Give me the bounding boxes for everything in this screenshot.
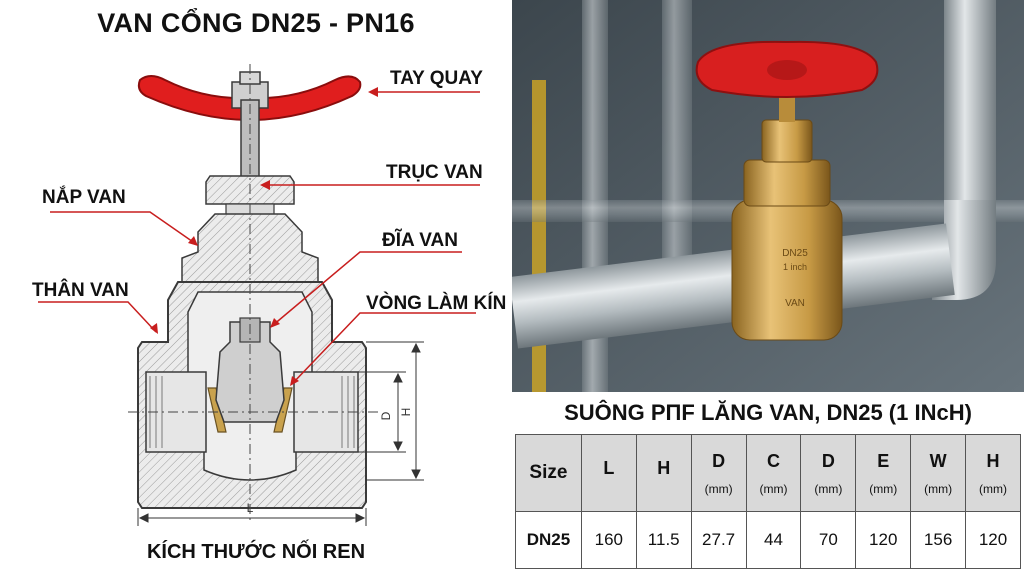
leader-bonnet (50, 211, 197, 245)
vertical-pipe-right (944, 0, 996, 230)
diagram-title: VAN CỔNG DN25 - PN16 (97, 8, 415, 38)
header-col-d: D(mm) (690, 434, 747, 512)
leader-seal (291, 312, 476, 385)
dimension-d-label: D (379, 411, 393, 420)
cell-h2: 120 (965, 511, 1021, 569)
cell-l: 160 (580, 511, 637, 569)
label-bonnet: NẮP VAN (42, 186, 126, 208)
valve-marking-dn: DN25 (782, 248, 808, 259)
table-header-row: Size L H D(mm) C(mm) D(mm) E(mm) W(mm) H… (515, 434, 1021, 512)
valve-photo: DN25 1 inch VAN (512, 0, 1024, 392)
label-stem: TRỤC VAN (386, 162, 483, 183)
valve-gland-photo (761, 119, 813, 163)
header-col-h2: H(mm) (965, 434, 1021, 512)
gate-valve-cross-section: L D H TAY QUAY TRỤC VAN NẮP VAN ĐĨA VAN … (32, 64, 506, 526)
dimension-table: Size L H D(mm) C(mm) D(mm) E(mm) W(mm) H… (515, 434, 1021, 569)
dimension-h-label: H (399, 408, 413, 417)
handwheel-shape (137, 75, 362, 122)
dimension-d (358, 371, 406, 453)
header-size: Size (515, 434, 582, 512)
label-handwheel: TAY QUAY (390, 68, 483, 89)
valve-marking-van: VAN (785, 298, 805, 309)
valve-bonnet-photo (743, 159, 831, 207)
label-disc: ĐĨA VAN (382, 229, 458, 251)
background-pipe-2 (662, 0, 692, 300)
leader-body (38, 301, 157, 333)
label-body: THÂN VAN (32, 279, 129, 301)
cell-w: 156 (910, 511, 967, 569)
cell-e: 120 (855, 511, 912, 569)
dimension-h (366, 341, 424, 481)
header-col-c: C(mm) (745, 434, 802, 512)
dimension-l-label: L (247, 501, 254, 515)
handwheel-hub-photo (767, 60, 807, 80)
diagram-footer: KÍCH THƯỚC NỐI REN (146, 541, 366, 563)
header-col-h: H (635, 434, 692, 512)
header-col-w: W(mm) (910, 434, 967, 512)
table-row: DN25 160 11.5 27.7 44 70 120 156 120 (515, 511, 1021, 569)
right-port (293, 371, 359, 453)
header-col-e: E(mm) (855, 434, 912, 512)
label-seal: VÒNG LÀM KÍN (366, 292, 506, 314)
table-title: SUÔNG PΠF LĂNG VAN, DN25 (1 INcH) (564, 400, 972, 425)
cell-size: DN25 (515, 511, 582, 569)
dimension-l (137, 508, 367, 526)
cell-c: 44 (745, 511, 802, 569)
cell-d: 27.7 (690, 511, 747, 569)
leader-disc (271, 251, 462, 327)
valve-stem-photo (779, 90, 795, 122)
cell-h: 11.5 (635, 511, 692, 569)
valve-marking-inch: 1 inch (783, 262, 807, 272)
left-seal-ring (207, 387, 227, 433)
cell-d2: 70 (800, 511, 857, 569)
header-col-l: L (580, 434, 637, 512)
header-col-d2: D(mm) (800, 434, 857, 512)
